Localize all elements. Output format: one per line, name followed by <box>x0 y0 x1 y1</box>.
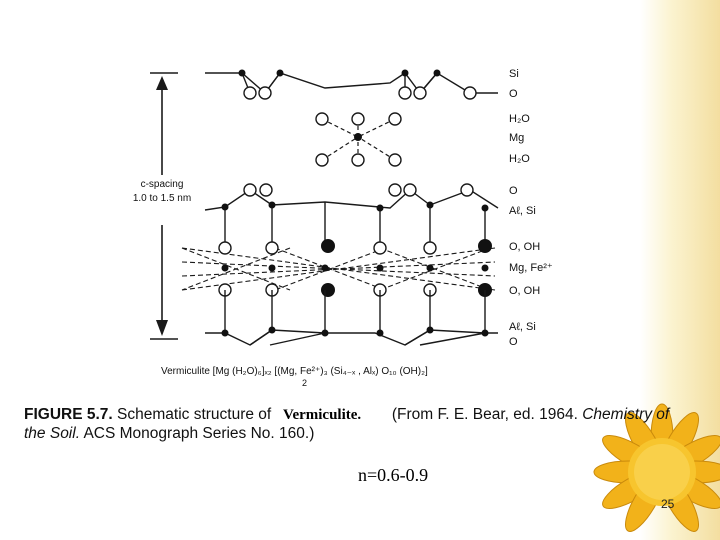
vermiculite-highlight: Vermiculite. <box>283 407 361 424</box>
label-si: Si <box>509 68 519 80</box>
label-o-oh-b: O, OH <box>509 285 540 297</box>
page-number: 25 <box>661 497 674 511</box>
caption-text-2: (From F. E. Bear, ed. 1964. <box>388 406 583 423</box>
c-spacing-label: c-spacing <box>141 179 184 190</box>
label-o-mid: O <box>509 185 518 197</box>
label-o-top: O <box>509 88 518 100</box>
upper-tetrahedral-sheet <box>205 190 498 248</box>
lower-tetrahedral-sheet <box>205 290 498 345</box>
caption-text-3: ACS Monograph Series No. 160.) <box>80 425 314 442</box>
label-al-si-bottom: Aℓ, Si <box>509 321 536 333</box>
caption-book-title-1: Chemistry of <box>582 406 669 423</box>
caption-book-title-2: the Soil. <box>24 425 80 442</box>
label-o-bottom: O <box>509 336 518 348</box>
label-h2o-a: H₂O <box>509 113 530 125</box>
label-mg: Mg <box>509 132 524 144</box>
octahedral-sheet <box>182 239 495 297</box>
top-atoms <box>239 70 477 100</box>
label-h2o-b: H₂O <box>509 153 530 165</box>
n-range-note: n=0.6-0.9 <box>358 465 428 486</box>
interlayer-mg-water <box>316 113 401 166</box>
caption-line-2: the Soil. ACS Monograph Series No. 160.) <box>24 424 669 443</box>
label-mg-fe: Mg, Fe²⁺ <box>509 262 553 274</box>
formula-denominator: 2 <box>302 378 307 388</box>
caption-figure-number: FIGURE 5.7. <box>24 406 113 423</box>
c-spacing-arrow <box>150 73 178 339</box>
caption-text-1: Schematic structure of <box>113 406 276 423</box>
label-o-oh-a: O, OH <box>509 241 540 253</box>
structural-formula: Vermiculite [Mg (H₂O)₆]ₓ₂ [(Mg, Fe²⁺)₃ (… <box>161 366 428 377</box>
label-al-si-top: Aℓ, Si <box>509 205 536 217</box>
c-spacing-value: 1.0 to 1.5 nm <box>133 193 191 204</box>
